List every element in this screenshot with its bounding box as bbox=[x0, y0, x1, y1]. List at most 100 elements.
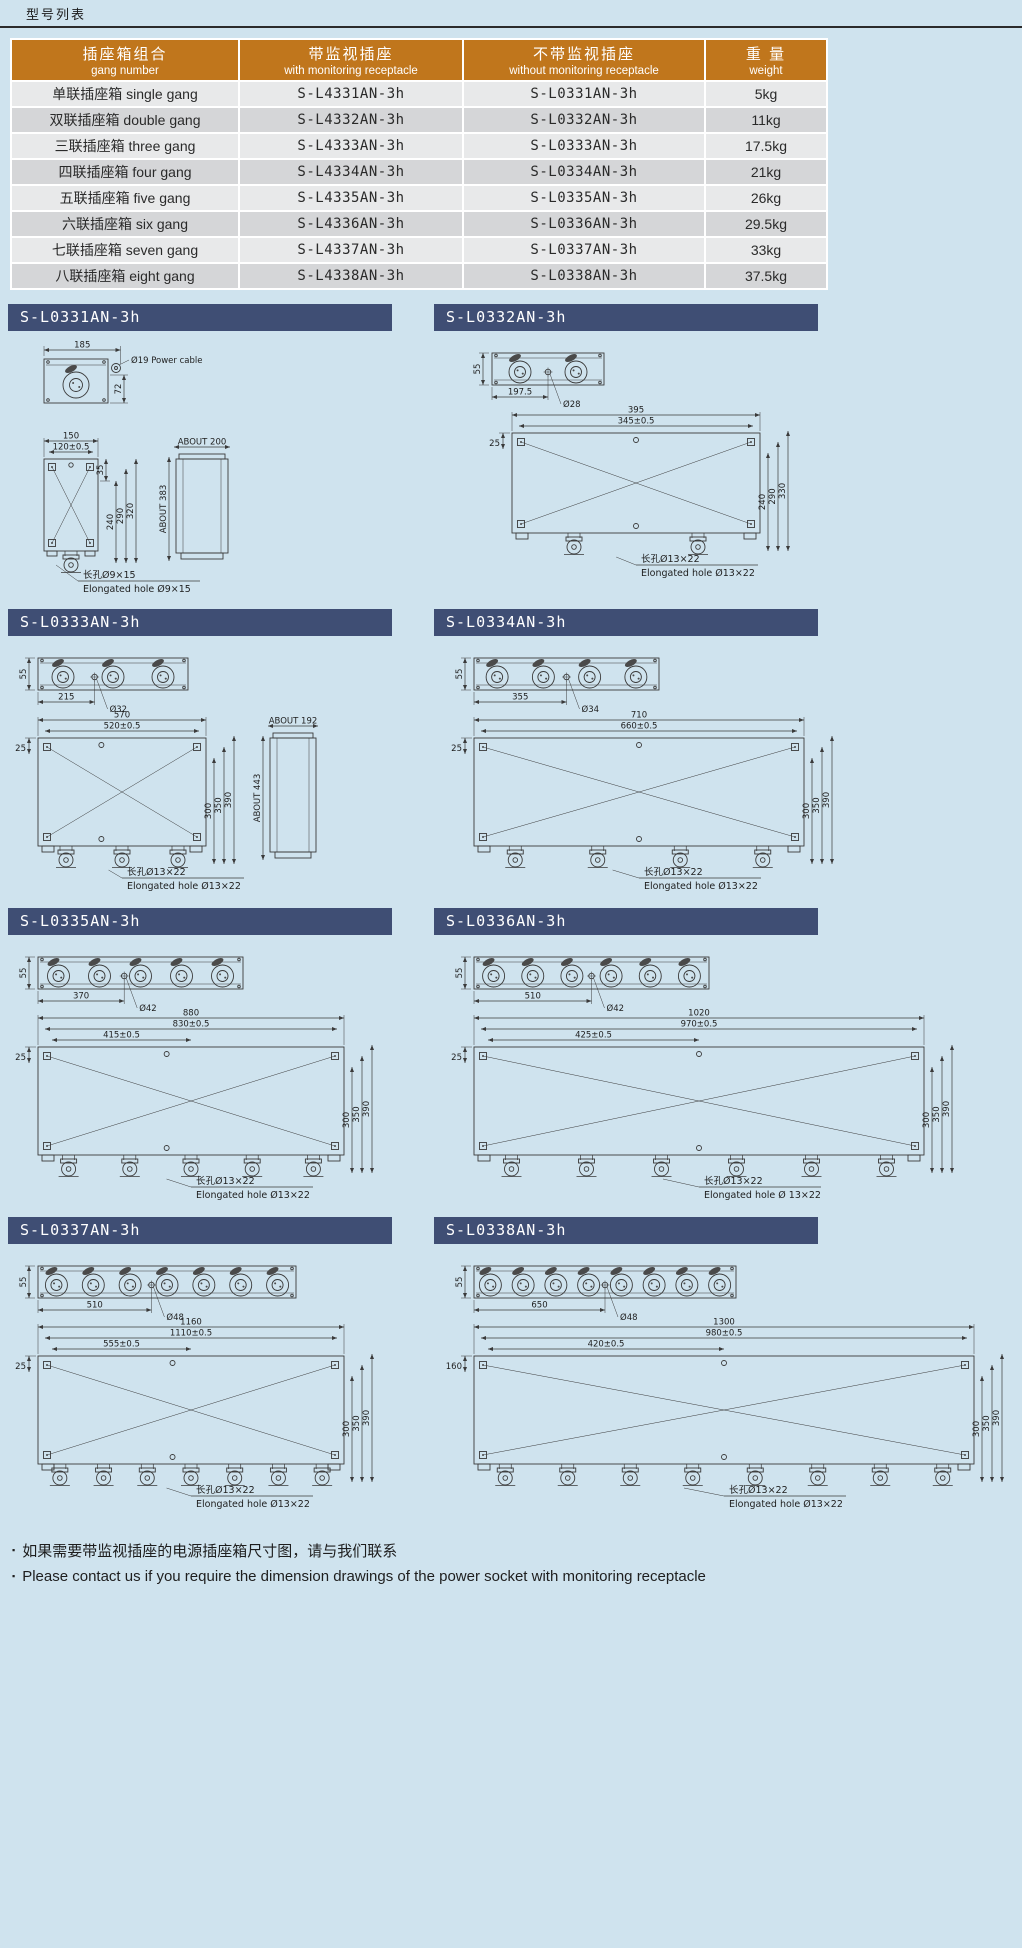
note-text-en: Please contact us if you require the dim… bbox=[22, 1568, 706, 1585]
cell-weight: 21kg bbox=[706, 160, 826, 184]
svg-text:300: 300 bbox=[204, 803, 214, 819]
cell-without-monitoring: S-L0336AN-3h bbox=[464, 212, 704, 236]
panel-header: S-L0336AN-3h bbox=[434, 908, 818, 935]
svg-text:390: 390 bbox=[822, 792, 832, 808]
svg-text:970±0.5: 970±0.5 bbox=[681, 1020, 718, 1030]
panel-title: S-L0333AN-3h bbox=[20, 613, 141, 631]
cell-with-monitoring: S-L4332AN-3h bbox=[240, 108, 462, 132]
svg-text:710: 710 bbox=[631, 711, 647, 721]
cell-gang-number: 七联插座箱 seven gang bbox=[12, 238, 238, 262]
svg-text:Ø32: Ø32 bbox=[110, 704, 128, 715]
cell-with-monitoring: S-L4337AN-3h bbox=[240, 238, 462, 262]
header-label-en: with monitoring receptacle bbox=[284, 65, 418, 77]
header-label-cn: 带监视插座 bbox=[308, 46, 394, 63]
svg-text:ABOUT 383: ABOUT 383 bbox=[159, 485, 169, 534]
svg-text:长孔Ø13×22: 长孔Ø13×22 bbox=[196, 1175, 255, 1187]
svg-text:1020: 1020 bbox=[688, 1009, 710, 1019]
svg-text:240: 240 bbox=[758, 494, 768, 510]
svg-text:25: 25 bbox=[489, 439, 500, 449]
cell-without-monitoring: S-L0338AN-3h bbox=[464, 264, 704, 288]
svg-text:Elongated hole Ø13×22: Elongated hole Ø13×22 bbox=[644, 881, 758, 892]
svg-text:ABOUT 192: ABOUT 192 bbox=[269, 717, 318, 727]
svg-text:72: 72 bbox=[114, 384, 124, 395]
svg-text:350: 350 bbox=[932, 1106, 942, 1122]
svg-text:长孔Ø13×22: 长孔Ø13×22 bbox=[196, 1484, 255, 1496]
svg-text:55: 55 bbox=[455, 1277, 465, 1288]
svg-text:Ø28: Ø28 bbox=[563, 399, 581, 410]
svg-text:25: 25 bbox=[15, 1362, 26, 1372]
page-top: 型号列表 bbox=[0, 0, 1022, 28]
note-bullet-icon: ▪ bbox=[12, 1545, 16, 1555]
svg-text:长孔Ø13×22: 长孔Ø13×22 bbox=[729, 1484, 788, 1496]
svg-text:120±0.5: 120±0.5 bbox=[53, 443, 90, 453]
svg-text:350: 350 bbox=[982, 1415, 992, 1431]
svg-text:Elongated hole Ø13×22: Elongated hole Ø13×22 bbox=[641, 568, 755, 579]
cell-with-monitoring: S-L4338AN-3h bbox=[240, 264, 462, 288]
svg-text:Ø34: Ø34 bbox=[582, 704, 600, 715]
svg-text:300: 300 bbox=[342, 1112, 352, 1128]
cell-weight: 26kg bbox=[706, 186, 826, 210]
svg-text:510: 510 bbox=[87, 1301, 103, 1311]
svg-text:390: 390 bbox=[992, 1410, 1002, 1426]
svg-text:197.5: 197.5 bbox=[508, 388, 532, 398]
cell-gang-number: 双联插座箱 double gang bbox=[12, 108, 238, 132]
cell-gang-number: 单联插座箱 single gang bbox=[12, 82, 238, 106]
svg-text:35: 35 bbox=[96, 465, 106, 476]
svg-text:570: 570 bbox=[114, 711, 130, 721]
header-label-cn: 重 量 bbox=[745, 46, 787, 63]
svg-text:390: 390 bbox=[362, 1410, 372, 1426]
page-title: 型号列表 bbox=[26, 7, 87, 22]
svg-text:1160: 1160 bbox=[180, 1318, 202, 1328]
svg-text:ABOUT 200: ABOUT 200 bbox=[178, 438, 227, 448]
svg-text:290: 290 bbox=[116, 508, 126, 524]
svg-text:长孔Ø13×22: 长孔Ø13×22 bbox=[127, 866, 186, 878]
svg-text:330: 330 bbox=[778, 483, 788, 499]
cell-without-monitoring: S-L0331AN-3h bbox=[464, 82, 704, 106]
cell-with-monitoring: S-L4333AN-3h bbox=[240, 134, 462, 158]
svg-text:650: 650 bbox=[531, 1301, 547, 1311]
svg-text:300: 300 bbox=[972, 1421, 982, 1437]
svg-text:长孔Ø13×22: 长孔Ø13×22 bbox=[644, 866, 703, 878]
panel-title: S-L0334AN-3h bbox=[446, 613, 567, 631]
svg-text:25: 25 bbox=[15, 744, 26, 754]
svg-text:25: 25 bbox=[451, 744, 462, 754]
svg-text:660±0.5: 660±0.5 bbox=[621, 722, 658, 732]
svg-text:350: 350 bbox=[214, 797, 224, 813]
svg-text:Elongated hole Ø13×22: Elongated hole Ø13×22 bbox=[729, 1499, 843, 1510]
panel-title: S-L0338AN-3h bbox=[446, 1221, 567, 1239]
header-label-cn: 不带监视插座 bbox=[532, 46, 635, 63]
cell-with-monitoring: S-L4331AN-3h bbox=[240, 82, 462, 106]
svg-text:ABOUT 443: ABOUT 443 bbox=[253, 774, 263, 823]
svg-text:Ø48: Ø48 bbox=[620, 1312, 638, 1323]
cell-with-monitoring: S-L4335AN-3h bbox=[240, 186, 462, 210]
svg-text:55: 55 bbox=[455, 669, 465, 680]
cell-gang-number: 五联插座箱 five gang bbox=[12, 186, 238, 210]
svg-text:425±0.5: 425±0.5 bbox=[575, 1031, 612, 1041]
panel-header: S-L0331AN-3h bbox=[8, 304, 392, 331]
svg-text:350: 350 bbox=[812, 797, 822, 813]
svg-text:25: 25 bbox=[15, 1053, 26, 1063]
svg-text:Elongated hole Ø13×22: Elongated hole Ø13×22 bbox=[196, 1190, 310, 1201]
cell-with-monitoring: S-L4334AN-3h bbox=[240, 160, 462, 184]
title-rule bbox=[0, 26, 1022, 28]
svg-text:300: 300 bbox=[802, 803, 812, 819]
svg-text:880: 880 bbox=[183, 1009, 199, 1019]
